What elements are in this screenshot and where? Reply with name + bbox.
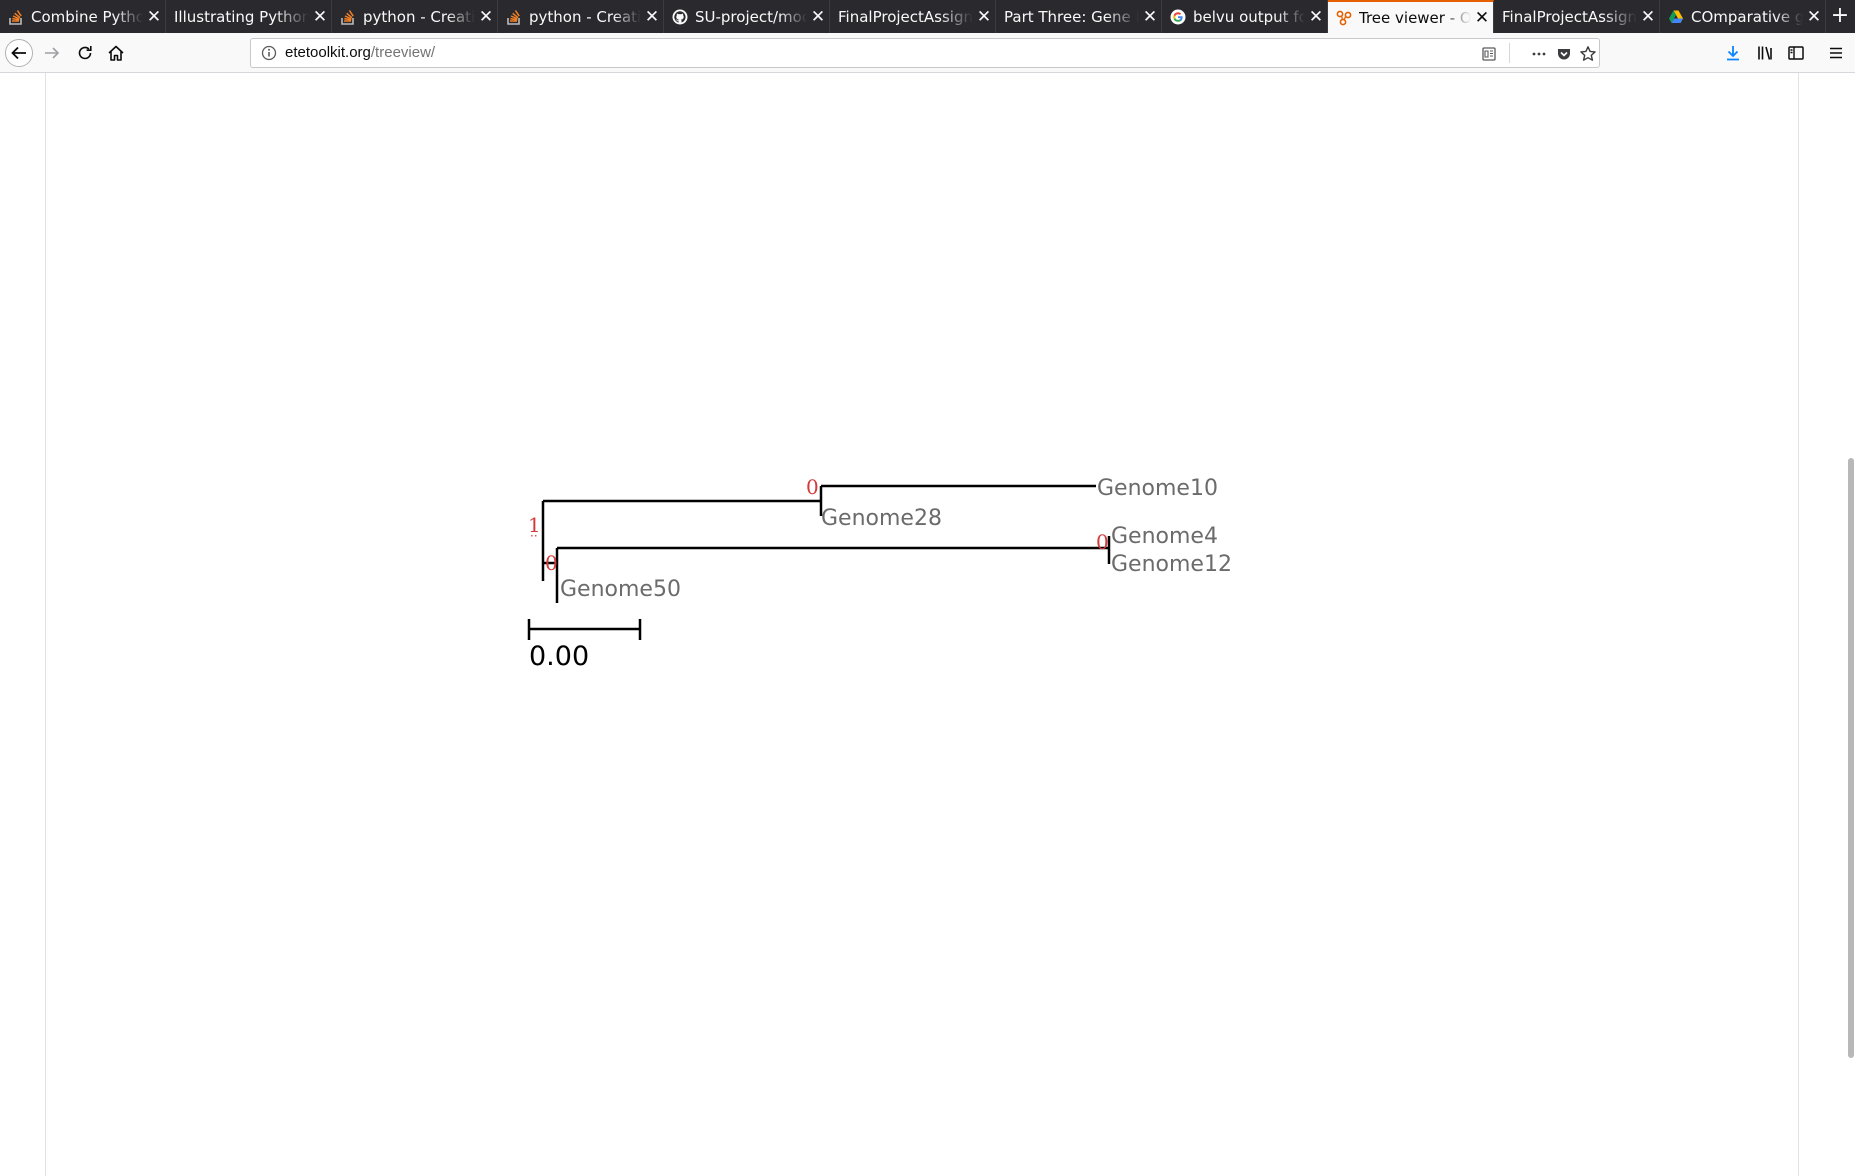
close-icon[interactable]: ✕ [312,6,328,27]
close-icon[interactable]: ✕ [1806,6,1822,27]
phylogenetic-tree: 1 ·· 0 0 0 Genome10 Genome28 Genome4 Gen… [527,475,1232,672]
sidebar-button[interactable] [1780,37,1812,69]
library-button[interactable] [1749,37,1781,69]
download-arrow-icon [1727,46,1739,61]
content-frame-right-border [1798,73,1799,1176]
tab-3[interactable]: python - Creating ✕ [498,0,664,33]
stackoverflow-icon [506,9,522,25]
close-icon[interactable]: ✕ [1142,6,1158,27]
leaf-label-genome12: Genome12 [1111,552,1232,577]
close-icon[interactable]: ✕ [810,6,826,27]
close-icon[interactable]: ✕ [644,6,660,27]
page-actions-icon[interactable] [1529,44,1549,64]
url-host: etetoolkit.org [285,44,371,61]
tab-title: belvu output fo [1193,7,1305,26]
forward-button[interactable] [36,37,68,69]
leaf-label-genome50: Genome50 [560,577,681,602]
url-text: etetoolkit.org/treeview/ [285,44,435,61]
clade-b-support-value: 0 [1096,530,1109,554]
tab-7[interactable]: belvu output fo ✕ [1162,0,1328,33]
url-bar[interactable]: etetoolkit.org/treeview/ [250,38,1600,68]
content-frame-left-border [45,73,46,1176]
page-content: 1 ·· 0 0 0 Genome10 Genome28 Genome4 Gen… [0,73,1855,1176]
bookmark-star-icon[interactable] [1578,44,1598,64]
new-tab-button[interactable]: + [1830,3,1850,28]
url-path: /treeview/ [370,44,436,61]
tab-title: Part Three: Gene E [1004,7,1139,26]
close-icon[interactable]: ✕ [146,6,162,27]
tab-1[interactable]: Illustrating Python ✕ [166,0,332,33]
tab-title: FinalProjectAssign [838,7,973,26]
drive-icon [1668,9,1684,25]
stackoverflow-icon [8,9,24,25]
root-support-value: 1 [528,513,541,537]
tab-title: FinalProjectAssign [1502,7,1637,26]
scrollbar-thumb[interactable] [1848,458,1854,1058]
url-bar-divider [1509,43,1510,63]
tab-0[interactable]: Combine Python ✕ [0,0,166,33]
reader-view-icon[interactable] [1479,44,1499,64]
home-icon [108,45,124,61]
sidebar-icon [1788,46,1804,60]
close-icon[interactable]: ✕ [1308,6,1324,27]
site-info-icon[interactable] [261,45,277,61]
tab-title: SU-project/mod [695,7,807,26]
reload-button[interactable] [69,37,101,69]
tab-title: COmparative g [1691,7,1803,26]
close-icon[interactable]: ✕ [976,6,992,27]
stackoverflow-icon [340,9,356,25]
ete-icon [1336,10,1352,26]
forward-arrow-icon [45,47,60,59]
scale-bar-label: 0.00 [529,641,589,672]
tab-10[interactable]: COmparative g ✕ [1660,0,1826,33]
tree-branches [541,484,1111,603]
leaf-label-genome10: Genome10 [1097,476,1218,501]
scale-bar-line [527,619,642,640]
menu-button[interactable] [1820,37,1852,69]
close-icon[interactable]: ✕ [1474,7,1490,28]
leaf-label-genome4: Genome4 [1111,524,1218,549]
tab-title: python - Creating [529,7,641,26]
clade-a-support-value: 0 [806,475,819,499]
dotted-marker: ·· [530,529,538,543]
tab-title: Combine Python [31,7,143,26]
tab-2[interactable]: python - Creating ✕ [332,0,498,33]
reload-icon [78,46,92,60]
back-button[interactable] [3,37,35,69]
back-arrow-icon [5,39,33,67]
tab-8-active[interactable]: Tree viewer - Onl ✕ [1328,0,1494,33]
hamburger-menu-icon [1830,47,1842,59]
tab-5[interactable]: FinalProjectAssign ✕ [830,0,996,33]
tab-4[interactable]: SU-project/mod ✕ [664,0,830,33]
tab-6[interactable]: Part Three: Gene E ✕ [996,0,1162,33]
close-icon[interactable]: ✕ [1640,6,1656,27]
tab-title: Tree viewer - Onl [1359,8,1471,27]
leaf-label-genome28: Genome28 [821,506,942,531]
library-icon [1758,46,1772,60]
clade-c-support-value: 0 [545,551,558,575]
scale-bar: 0.00 [527,619,642,672]
tab-strip: Combine Python ✕ Illustrating Python ✕ p… [0,0,1855,33]
close-icon[interactable]: ✕ [478,6,494,27]
downloads-button[interactable] [1717,37,1749,69]
tab-9[interactable]: FinalProjectAssign ✕ [1494,0,1660,33]
pocket-icon[interactable] [1554,44,1574,64]
tab-title: python - Creating [363,7,475,26]
navigation-toolbar: etetoolkit.org/treeview/ [0,33,1855,73]
tab-title: Illustrating Python [174,7,309,26]
home-button[interactable] [100,37,132,69]
google-icon [1170,9,1186,25]
github-icon [672,9,688,25]
